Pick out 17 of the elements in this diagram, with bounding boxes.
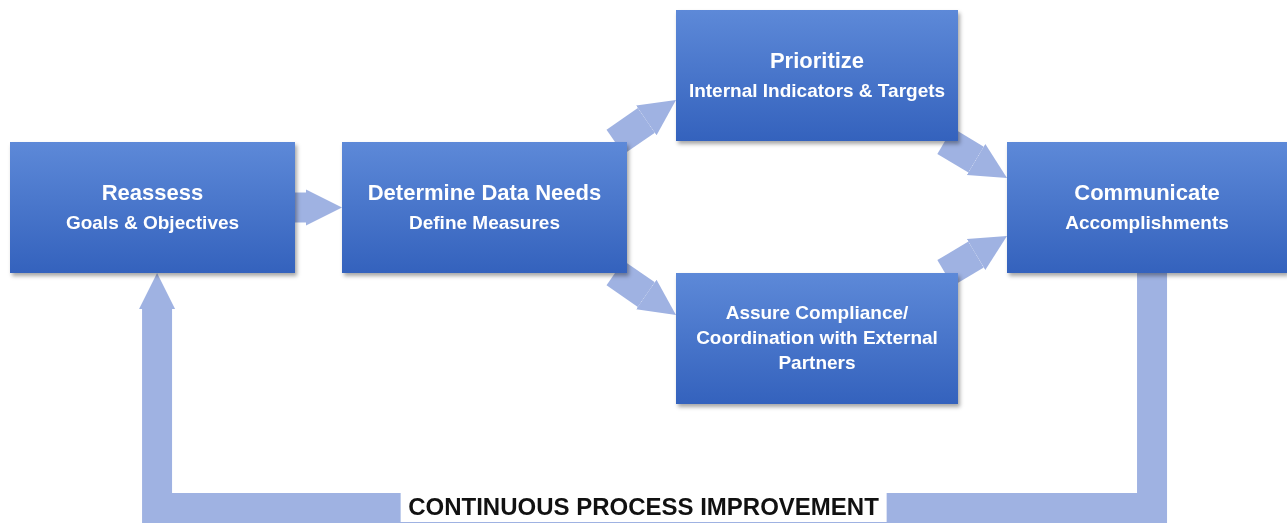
process-box (10, 142, 295, 273)
box-text: Internal Indicators & Targets (688, 79, 946, 104)
box-text: Define Measures (409, 211, 560, 236)
process-box (1007, 142, 1287, 273)
box-text: Goals & Objectives (65, 211, 240, 236)
process-box (342, 142, 627, 273)
edge-label: CONTINUOUS PROCESS IMPROVEMENT (400, 492, 887, 522)
process-box (676, 273, 958, 404)
box-text: Reassess (101, 178, 204, 207)
block-arrow (139, 273, 1168, 523)
box-text: Communicate (1074, 178, 1220, 207)
box-text: Prioritize (769, 46, 865, 75)
process-box (676, 10, 958, 141)
box-text: Assure Compliance/ Coordination with External Partners (695, 301, 939, 375)
box-text: Determine Data Needs (367, 178, 602, 207)
box-text: Accomplishments (1065, 211, 1229, 236)
block-arrow (295, 189, 342, 226)
